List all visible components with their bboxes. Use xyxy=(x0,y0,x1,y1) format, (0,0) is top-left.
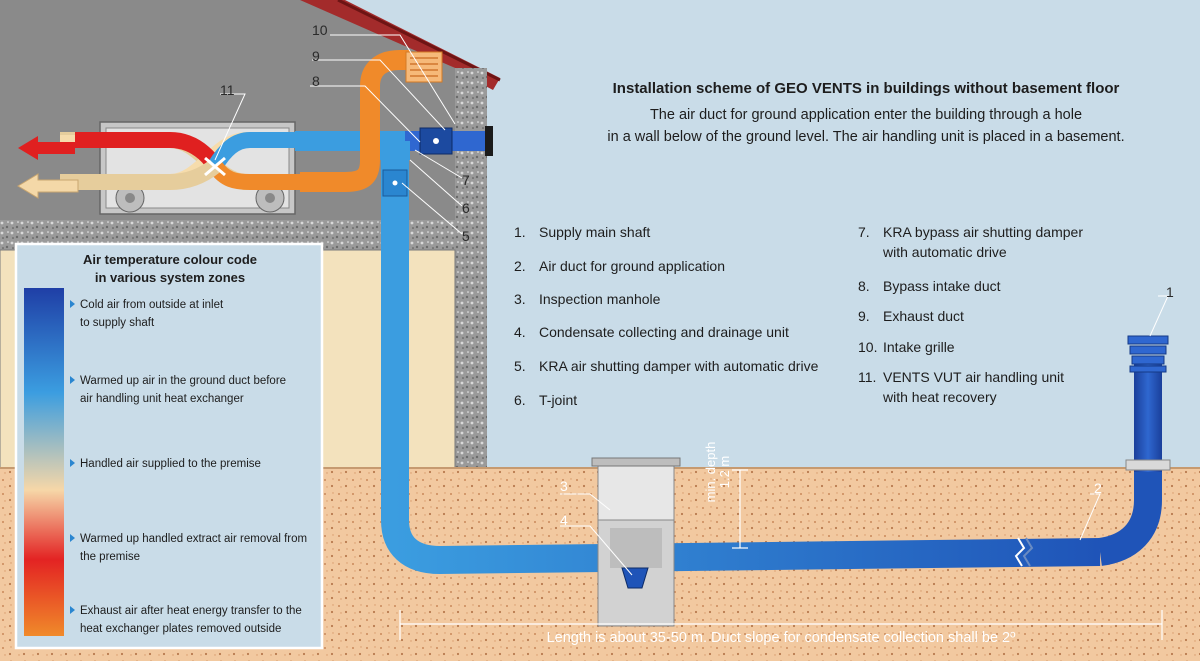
min-depth-label: min. depth 1.2 m xyxy=(703,441,732,503)
intake-grille xyxy=(405,51,443,83)
condensate-unit xyxy=(621,567,649,589)
callout-6: 6 xyxy=(462,200,470,216)
legend-item: 1.Supply main shaft xyxy=(514,224,651,240)
callout-2: 2 xyxy=(1094,480,1102,496)
arrow-extract-out xyxy=(17,173,79,199)
shaft-cap xyxy=(1127,335,1169,373)
diagram-title: Installation scheme of GEO VENTS in buil… xyxy=(612,80,1120,97)
legend-item: 2.Air duct for ground application xyxy=(514,258,725,274)
ground-duct xyxy=(381,470,1101,575)
legend-item: 6.T-joint xyxy=(514,392,578,408)
legend-item: 4.Condensate collecting and drainage uni… xyxy=(514,324,789,340)
length-note: Length is about 35-50 m. Duct slope for … xyxy=(546,630,1016,646)
colour-code-label: Handled air supplied to the premise xyxy=(70,455,320,473)
diagram-description: The air duct for ground application ente… xyxy=(536,104,1196,148)
bypass-damper xyxy=(419,127,453,155)
exhaust-duct xyxy=(300,50,410,192)
arrow-supply-in xyxy=(18,136,75,160)
colour-code-panel xyxy=(14,242,324,650)
callout-4: 4 xyxy=(560,512,568,528)
exterior-wall xyxy=(455,68,487,468)
legend-item: 10.Intake grille xyxy=(858,339,955,355)
callout-10: 10 xyxy=(312,22,328,38)
colour-code-label: Exhaust air after heat energy transfer t… xyxy=(70,602,320,638)
callout-8: 8 xyxy=(312,73,320,89)
legend-item: 8.Bypass intake duct xyxy=(858,278,1001,294)
description-line-1: The air duct for ground application ente… xyxy=(649,107,1083,123)
callout-5: 5 xyxy=(462,228,470,244)
callout-7: 7 xyxy=(462,172,470,188)
colour-code-gradient xyxy=(24,288,64,636)
legend-item: 9.Exhaust duct xyxy=(858,308,964,324)
callout-1: 1 xyxy=(1166,284,1174,300)
callout-3: 3 xyxy=(560,478,568,494)
callout-11: 11 xyxy=(220,82,235,98)
legend-item: 5.KRA air shutting damper with automatic… xyxy=(514,358,819,374)
supply-main-shaft xyxy=(1134,360,1162,472)
description-line-2: in a wall below of the ground level. The… xyxy=(607,129,1125,145)
colour-code-title: Air temperature colour code in various s… xyxy=(82,252,258,285)
callout-9: 9 xyxy=(312,48,320,64)
shaft-collar xyxy=(1125,459,1171,471)
legend-item: 3.Inspection manhole xyxy=(514,291,661,307)
colour-code-label: Warmed up handled extract air removal fr… xyxy=(70,530,320,566)
vertical-supply-duct xyxy=(381,150,409,470)
